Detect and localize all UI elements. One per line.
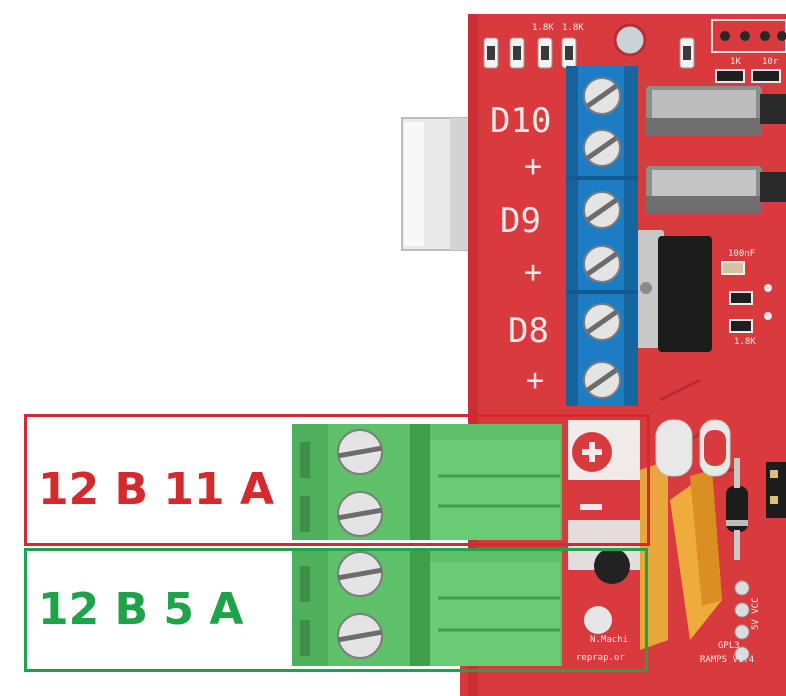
blue-screw-1 [583, 77, 621, 115]
green-screw-3 [337, 551, 383, 597]
annotation-label-bottom: 12 B 5 A [38, 584, 244, 635]
mosfet-mid [646, 166, 786, 214]
vcc-pads [734, 580, 750, 662]
green-screw-2 [337, 491, 383, 537]
green-screw-4 [337, 613, 383, 659]
label-gpl: GPL3 [718, 641, 740, 651]
voltage-regulator [632, 230, 712, 352]
label-res-2: 1.8K [562, 23, 584, 33]
label-plus-top: + [524, 149, 543, 184]
mosfet-top [646, 86, 786, 136]
green-terminal-block-top [292, 424, 562, 540]
diode [726, 458, 748, 560]
green-terminal-block-bottom [292, 548, 562, 666]
label-res-1: 1.8K [532, 23, 554, 33]
label-d8: D8 [508, 311, 549, 351]
label-res-4: 10r [762, 57, 779, 67]
label-d10: D10 [490, 101, 552, 141]
label-maker: N.Machi [590, 635, 628, 645]
label-vcc: 5V VCC [751, 597, 761, 630]
label-plus-bot: + [526, 363, 545, 398]
fuse-holder-pads [655, 419, 731, 477]
label-res-3: 1K [730, 57, 741, 67]
annotation-label-top: 12 B 11 A [38, 464, 275, 515]
blue-screw-3 [583, 191, 621, 229]
label-cap: 100nF [728, 249, 756, 259]
annotation-box-top [24, 414, 650, 546]
usb-connector [401, 117, 473, 251]
green-terminal-screws [337, 429, 383, 659]
label-site: reprap.or [576, 653, 625, 663]
label-res-5: 1.8K [734, 337, 756, 347]
blue-screw-4 [583, 245, 621, 283]
blue-terminal-screws [583, 77, 621, 399]
blue-terminal-block [566, 66, 638, 406]
label-ramps: RAMPS V1.4 [700, 655, 755, 665]
jumper-header [766, 462, 786, 518]
annotation-box-bottom [24, 548, 648, 672]
label-plus-mid: + [524, 255, 543, 290]
blue-screw-6 [583, 361, 621, 399]
blue-screw-5 [583, 303, 621, 341]
blue-screw-2 [583, 129, 621, 167]
label-d9: D9 [500, 201, 541, 241]
power-input-silkscreen [568, 420, 640, 634]
green-screw-1 [337, 429, 383, 475]
